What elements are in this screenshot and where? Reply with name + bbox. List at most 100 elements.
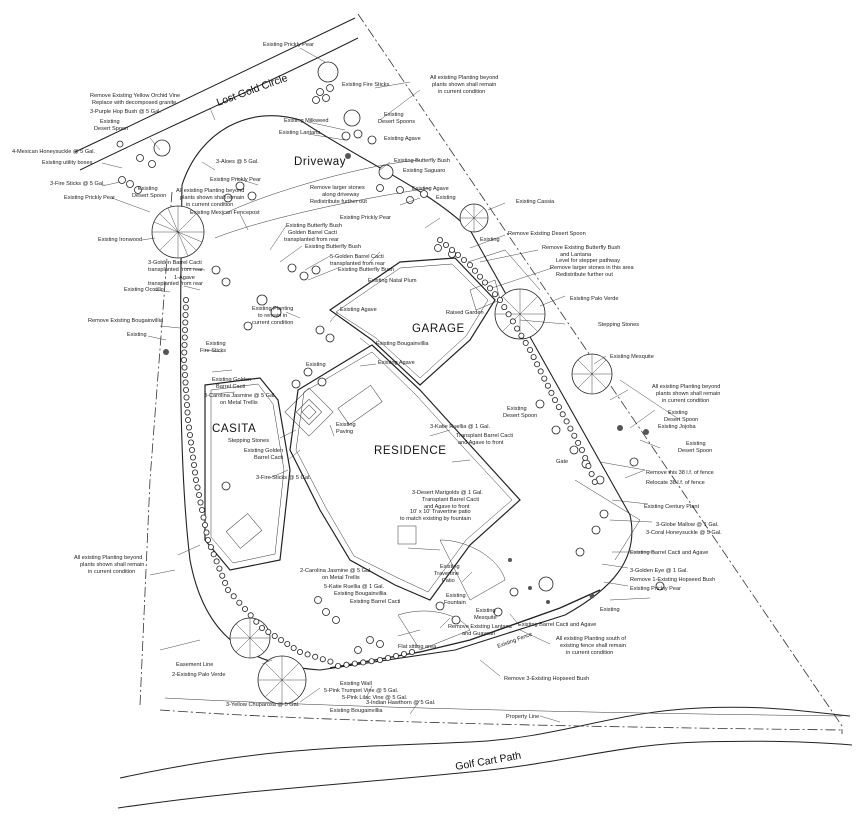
border-stone	[181, 341, 188, 348]
border-stone	[190, 461, 197, 468]
border-stone	[567, 425, 574, 432]
lost-gold-circle-label: Lost Gold Circle	[215, 72, 289, 109]
border-stone	[509, 318, 516, 325]
easement-line-label: Easement Line	[176, 662, 213, 668]
border-stone	[184, 416, 191, 423]
label-existing-plant-1: Existing Planting	[252, 306, 293, 312]
label-trav-patio-3: Patio	[442, 578, 455, 584]
label-remove-bougain: Remove Existing Bougainvillia	[88, 318, 164, 324]
border-stone	[486, 285, 493, 292]
label-marigolds-1: 3-Desert Marigolds @ 1 Gal.	[412, 490, 483, 496]
label-desert-spoon-k1: Existing	[686, 441, 706, 447]
border-stone	[522, 339, 529, 346]
label-travertine-1: 10' x 10' Travertine patio	[410, 509, 471, 515]
border-stone	[392, 653, 399, 660]
label-paving-2: Paving	[336, 429, 353, 435]
label-agave-c: Existing Agave	[384, 136, 421, 142]
label-beyond-r-2: plants shown shall remain	[656, 391, 720, 397]
label-beyond-top-3: in current condition	[438, 89, 485, 95]
property-line-leader	[539, 715, 561, 723]
label-trav-patio-1: Existing	[440, 564, 460, 570]
border-stone	[187, 439, 194, 446]
label-travertine-2: to match existing by fountain	[400, 516, 471, 522]
label-desert-spoon-i1: Existing	[507, 406, 527, 412]
border-stone	[216, 565, 223, 572]
border-stone	[201, 522, 208, 529]
border-stone	[530, 354, 537, 361]
label-beyond-fence-1: All existing Planting south of	[556, 636, 626, 642]
border-stone	[471, 267, 478, 274]
label-saguaro: Existing Saguaro	[403, 168, 445, 174]
label-beyond-mid-3: in current condition	[186, 202, 233, 208]
border-stone	[258, 625, 265, 632]
label-level-2: Remove larger stones in this area	[550, 265, 635, 271]
border-stone	[541, 375, 548, 382]
label-carolina-2-2: on Metal Trellis	[322, 575, 360, 581]
border-stone	[544, 382, 551, 389]
border-stone	[563, 418, 570, 425]
label-beyond-fence-3: in current condition	[566, 650, 613, 656]
label-level-3: Redistribute further out	[556, 272, 613, 278]
border-stone	[312, 653, 319, 660]
border-stone	[207, 544, 214, 551]
label-mesquite-r: Existing Mesquite	[610, 354, 654, 360]
border-stone	[197, 499, 204, 506]
label-existing-plant-2: to remain in	[258, 313, 287, 319]
tree-mesquite	[571, 353, 613, 395]
border-stone	[277, 637, 284, 644]
remove-fence-leader	[599, 461, 646, 471]
casita-building	[204, 377, 291, 571]
label-desert-spoon-k2: Desert Spoon	[678, 448, 712, 454]
label-lantana: Existing Lantana	[279, 130, 321, 136]
label-remove-butterfly-1: Remove Existing Butterfly Bush	[542, 245, 620, 251]
border-stone	[548, 389, 555, 396]
label-yellow-chuparosa: 3-Yellow Chuparosa @ 5 Gal.	[226, 702, 300, 708]
label-fountain-2: Fountain	[444, 600, 466, 606]
label-existing-plant-3: current condition	[252, 320, 293, 326]
patio-south	[397, 539, 506, 651]
residence-building	[289, 344, 521, 601]
label-golden-3-1: 3-Golden Barrel Cacti	[148, 260, 202, 266]
border-stones	[180, 236, 598, 670]
border-stone	[384, 655, 391, 662]
border-stone	[304, 651, 311, 658]
label-existing-wall: Existing Wall	[340, 681, 372, 687]
label-pink-lilac: 5-Pink Lilac Vine @ 5 Gal.	[342, 695, 408, 701]
border-stone	[182, 304, 189, 311]
border-stone	[194, 484, 201, 491]
border-stone	[552, 396, 559, 403]
label-prickly-pear-e: Existing Prickly Pear	[340, 215, 391, 221]
label-desert-spoon-b1: Existing	[138, 186, 158, 192]
label-globe-3: 3-Globe Mallow @ 1 Gal.	[656, 522, 719, 528]
tree-cassia	[459, 203, 489, 233]
label-utility-boxes: Existing utility boxes	[42, 160, 93, 166]
label-fire-sticks-f2: Fire Sticks	[200, 348, 226, 354]
golf-cart-path-label: Golf Cart Path	[454, 750, 522, 773]
label-jojoba: Existing Jojoba	[658, 424, 697, 430]
border-stone	[219, 572, 226, 579]
label-palo-verde-r: Existing Palo Verde	[570, 296, 619, 302]
border-stone	[505, 311, 512, 318]
label-bougain-bottom: Existing Bougainvillia	[330, 708, 383, 714]
border-stone	[191, 469, 198, 476]
border-stone	[189, 454, 196, 461]
border-stone	[210, 551, 217, 558]
existing-fence-label: Existing Fence	[497, 632, 534, 650]
property-boundary	[357, 13, 843, 734]
border-stone	[241, 606, 248, 613]
leader-lines	[101, 47, 661, 715]
label-bougain-m: Existing Bougainvillia	[334, 591, 387, 597]
label-level-1: Level for stepper pathway	[556, 258, 620, 264]
label-desert-spoon-i2: Desert Spoon	[503, 413, 537, 419]
golf-cart-path	[117, 706, 853, 809]
border-stone	[360, 659, 367, 666]
label-ironwood: Existing Ironwood	[98, 237, 142, 243]
label-beyond-fence-2: existing fence shall remain	[560, 643, 626, 649]
tree-palo-verde-a	[229, 617, 271, 659]
border-stone	[182, 379, 189, 386]
border-stone	[183, 401, 190, 408]
border-stone	[182, 311, 189, 318]
label-golden-barrel-t1: Golden Barrel Cacti	[288, 230, 337, 236]
label-beyond-mid-1: All existing Planting beyond	[176, 188, 244, 194]
